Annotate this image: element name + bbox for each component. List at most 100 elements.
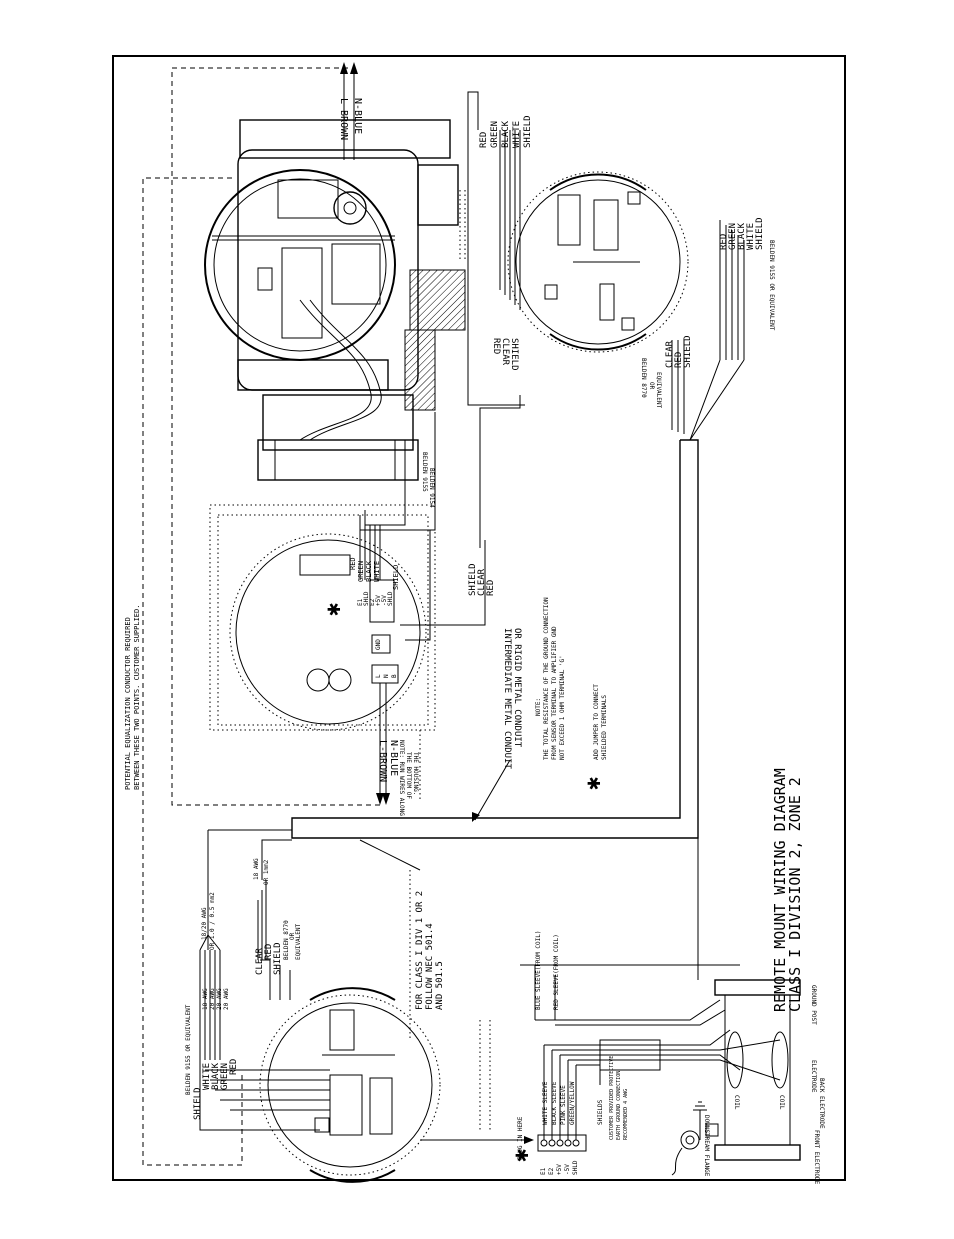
awg-18-white: 18 AWG — [202, 988, 209, 1010]
middle-amplifier-box — [209, 395, 521, 805]
sensor-junction-box — [199, 829, 441, 1183]
conduit-note-2: OR RIGID METAL CONDUIT — [512, 628, 522, 748]
mid-term-b: B — [391, 674, 398, 678]
mid-black: BLACK — [365, 560, 373, 582]
note-line-1: THE TOTAL RESISTANCE OF THE GROUND CONNE… — [543, 597, 550, 760]
shields-label: SHIELDS — [597, 1099, 604, 1125]
asterisk-mid: ✱ — [321, 603, 346, 616]
sensor-green: GREEN — [220, 1063, 230, 1090]
right-top-white: WHITE — [512, 121, 522, 148]
or-1mm2: OR 1mm2 — [263, 859, 270, 885]
right-top-shield: SHIELD — [523, 115, 533, 148]
sensor-black: BLACK — [211, 1062, 221, 1090]
conduit-note-1: INTERMEDIATE METAL CONDUIT — [502, 628, 512, 769]
right-top-red: RED — [479, 132, 489, 148]
power-arrows-top: L-BROWN N-BLUE — [338, 62, 363, 160]
mid-term-minus5v: -5V — [381, 595, 388, 606]
right-low-red: RED — [674, 352, 684, 368]
sensor-belden-8770: BELDEN 8770 — [283, 920, 290, 960]
equalization-note-1: POTENTIAL EQUALIZATION CONDUCTOR REQUIRE… — [124, 617, 132, 790]
mid-term-e2: E2 — [369, 598, 376, 606]
mid-term-gnd: GND — [375, 639, 382, 650]
customer-ground-1: CUSTOMER PROVIDED PROTECTIVE — [609, 1056, 615, 1140]
converter-housing — [204, 119, 466, 481]
sensor-red: RED — [229, 1059, 239, 1075]
right-low-clear: CLEAR — [665, 340, 675, 368]
mid-green: GREEN — [357, 561, 365, 582]
sensor-shield-2: SHIELD — [273, 942, 283, 975]
coil-1: COIL — [733, 1095, 740, 1110]
ground-post: GROUND POST — [810, 985, 817, 1025]
page-border — [112, 55, 846, 1181]
connector-dashes — [409, 190, 491, 1130]
blue-sleeve: BLUE SLEEVE(FROM COIL) — [535, 931, 542, 1010]
mid-red: RED — [349, 557, 357, 570]
asterisk-note: ✱ — [581, 777, 606, 790]
green-yellow: GREEN/YELLOW — [569, 1081, 576, 1125]
title-line-1: REMOTE MOUNT WIRING DIAGRAM — [771, 768, 789, 1012]
right-belden-equivalent: EQUIVALENT — [655, 372, 662, 409]
right-belden-8770: BELDEN 8770 — [640, 358, 647, 398]
sensor-flowtube — [420, 838, 801, 1176]
awg-20-black: 20 AWG — [209, 988, 216, 1010]
awg-18-clear: 18 AWG — [253, 858, 260, 880]
class-note-2: FOLLOW NEC 501.4 — [425, 923, 435, 1010]
plug-term-plus5v: +5V — [556, 1164, 563, 1175]
white-sleeve: WHITE SLEEVE — [542, 1081, 549, 1125]
mid-l-brown: L-BROWN — [377, 740, 388, 782]
right-mid-shield: SHIELD — [509, 338, 519, 371]
equalization-note-2: BETWEEN THESE TWO POINTS. CUSTOMER SUPPL… — [133, 605, 141, 790]
run-wires-note-2: THE BOTTOM OF — [405, 752, 412, 799]
right-mid-clear: CLEAR — [500, 338, 510, 366]
pink-sleeve: PINK SLEEVE — [560, 1085, 567, 1125]
mid-term-n: N — [383, 674, 390, 678]
jumper-note-2: SHIELDED TERMINALS — [601, 695, 608, 760]
sensor-shield: SHIELD — [193, 1087, 203, 1120]
title-line-2: CLASS I DIVISION 2, ZONE 2 — [786, 777, 804, 1012]
mid-shield: SHIELD — [392, 565, 400, 590]
sensor-belden-equiv: EQUIVALENT — [295, 923, 302, 960]
mid-n-blue: N-BLUE — [388, 740, 399, 776]
sensor-belden-or: OR — [289, 932, 296, 940]
right-mid-red: RED — [491, 338, 501, 354]
run-wires-note-3: THE HOUSING. — [412, 752, 419, 795]
electrode: ELECTRODE — [810, 1060, 817, 1093]
back-electrode: BACK ELECTRODE — [818, 1078, 825, 1129]
mid-right-red: RED — [486, 580, 496, 596]
coil-2: COIL — [778, 1095, 785, 1110]
plug-in-here: PLUG IN HERE — [517, 1116, 524, 1160]
plug-term-shld: SHLD — [572, 1160, 579, 1175]
class-note-3: AND 501.5 — [435, 961, 445, 1010]
customer-ground-3: RECOMMENDED 4 AWG — [623, 1089, 629, 1140]
mid-term-shld-2: SHLD — [387, 591, 394, 606]
class-note-1: FOR CLASS I DIV 1 OR 2 — [415, 891, 425, 1010]
awg-20-red: 20 AWG — [223, 988, 230, 1010]
right-side-shield: SHIELD — [755, 217, 765, 250]
right-side-red: RED — [719, 234, 729, 250]
sensor-white: WHITE — [202, 1063, 212, 1090]
red-sleeve: RED SLEEVE(FROM COIL) — [553, 934, 560, 1010]
conduit-right — [291, 439, 699, 839]
mid-term-shld: SHLD — [363, 591, 370, 606]
mid-right-clear: CLEAR — [477, 568, 487, 596]
mid-white: WHITE — [373, 561, 381, 582]
note-line-2: FROM SENSOR TERMINAL TO AMPLIFIER GND — [551, 626, 558, 760]
run-wires-note-1: NOTE: RUN WIRES ALONG — [398, 740, 405, 816]
note-line-3: NOT EXCEED 1 OHM TERMINAL 'G' — [559, 655, 566, 760]
right-side-green: GREEN — [728, 223, 738, 250]
right-top-green: GREEN — [490, 121, 500, 148]
note-head: NOTE: — [535, 698, 542, 716]
mid-term-e1: E1 — [357, 598, 364, 606]
awg-mm2: OR 1.0 / 0.5 mm2 — [209, 892, 216, 950]
downstream-flange: DOWNSTREAM FLANGE — [703, 1115, 710, 1177]
right-side-white: WHITE — [746, 223, 756, 250]
sensor-clear: CLEAR — [255, 947, 265, 975]
top-n-blue-label: N-BLUE — [352, 98, 363, 134]
top-l-brown-label: L-BROWN — [338, 98, 349, 140]
plug-term-minus5v: -5V — [564, 1164, 571, 1175]
right-junction-box — [467, 91, 745, 441]
right-low-shield: SHIELD — [683, 335, 693, 368]
awg-20-green: 20 AWG — [216, 988, 223, 1010]
